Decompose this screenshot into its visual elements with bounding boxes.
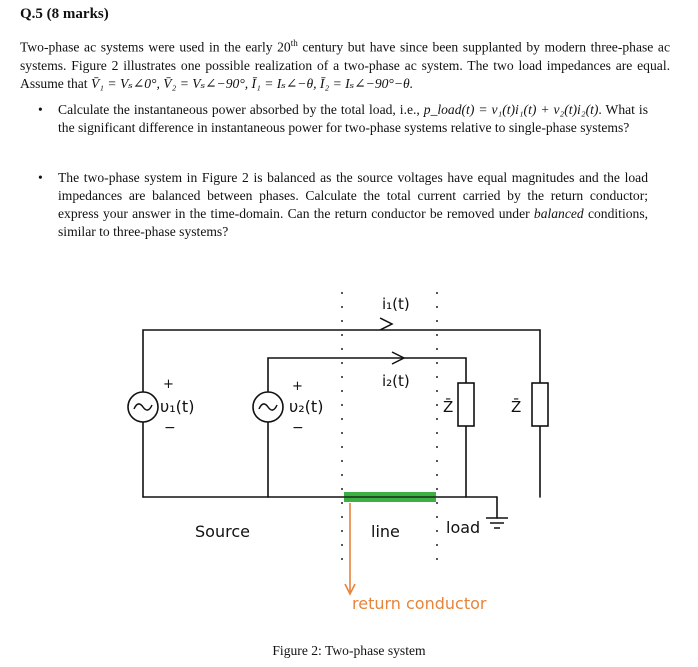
i2-label: i₂(t) — [382, 372, 410, 390]
v1-minus: − — [164, 420, 176, 436]
v1-label: υ₁(t) — [160, 397, 194, 416]
z-label-2: Z̄ — [511, 397, 521, 416]
i1-label: i₁(t) — [382, 295, 410, 313]
ground-icon — [486, 517, 508, 529]
v1-plus: + — [163, 377, 174, 392]
load-label: load — [446, 518, 480, 537]
sine-icon — [258, 403, 278, 411]
v2-label: υ₂(t) — [289, 397, 323, 416]
source-label: Source — [195, 522, 250, 541]
i2-arrow — [391, 351, 406, 365]
question-heading: Q.5 (8 marks) — [20, 6, 109, 22]
v2-plus: + — [292, 379, 303, 394]
line-label: line — [371, 522, 400, 541]
question-intro: Two-phase ac systems were used in the ea… — [20, 38, 670, 91]
load-impedance-1 — [457, 382, 475, 427]
z-label-1: Z̄ — [443, 397, 453, 416]
sine-icon — [133, 403, 153, 411]
figure-caption: Figure 2: Two-phase system — [272, 643, 426, 658]
power-equation: p_load(t) = v₁(t)i₁(t) + v₂(t)i₂(t) — [423, 102, 599, 117]
phase1-top-wire — [142, 329, 541, 399]
phase2-top-wire — [267, 357, 467, 399]
return-conductor-label: return conductor — [352, 594, 487, 613]
load-impedance-2 — [531, 382, 549, 427]
intro-phasor-math: V̄₁ = Vₛ∠0°, V̄₂ = Vₛ∠−90°, Ī₁ = Iₛ∠−θ, … — [90, 75, 414, 91]
v2-minus: − — [292, 420, 304, 436]
i1-arrow — [379, 317, 394, 331]
